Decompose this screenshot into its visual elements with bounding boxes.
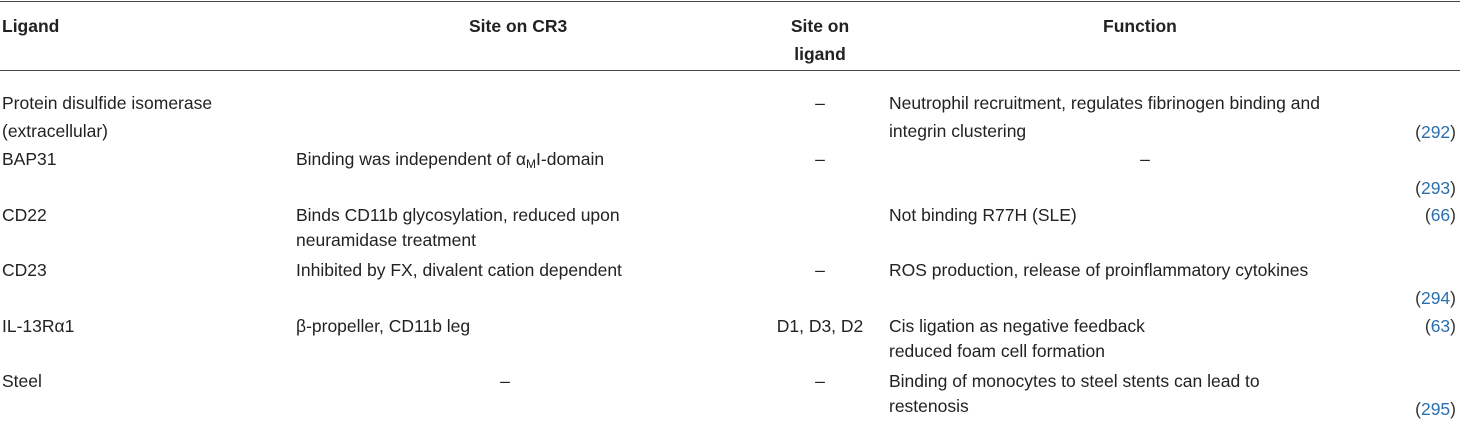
row-5-site-on-ligand: – [815, 371, 825, 391]
row-4-function-line2: reduced foam cell formation [889, 341, 1105, 361]
row-1-site-on-cr3: Binding was independent of αMI-domain [296, 149, 605, 171]
row-1-ligand: BAP31 [2, 149, 57, 169]
row-3-reference[interactable]: (294) [1415, 288, 1456, 308]
row-0-ligand-line1: Protein disulfide isomerase [2, 93, 213, 113]
header-site-on-ligand-line1: Site on [790, 16, 850, 36]
row-1-site-on-ligand: – [815, 149, 825, 169]
row-1-function: – [1140, 149, 1150, 169]
row-4-reference[interactable]: (63) [1424, 316, 1456, 336]
row-4-site-on-ligand: D1, D3, D2 [776, 316, 864, 336]
row-2-ligand: CD22 [2, 205, 47, 225]
row-0-function-line1: Neutrophil recruitment, regulates fibrin… [889, 93, 1320, 113]
row-2-site-on-cr3-line2: neuramidase treatment [296, 230, 476, 250]
row-4-function-line1: Cis ligation as negative feedback [889, 316, 1145, 336]
row-5-function-line2: restenosis [889, 396, 969, 416]
row-5-ligand: Steel [2, 371, 42, 391]
row-0-ligand-line2: (extracellular) [2, 121, 108, 141]
header-ligand: Ligand [2, 16, 60, 36]
header-site-on-ligand-line2: ligand [794, 44, 846, 64]
row-2-reference[interactable]: (66) [1424, 205, 1456, 225]
row-2-function: Not binding R77H (SLE) [889, 205, 1077, 225]
row-4-site-on-cr3: β-propeller, CD11b leg [296, 316, 471, 336]
header-site-on-cr3: Site on CR3 [469, 16, 568, 36]
row-5-function-line1: Binding of monocytes to steel stents can… [889, 371, 1260, 391]
row-3-function: ROS production, release of proinflammato… [889, 260, 1309, 280]
row-4-ligand: IL-13Rα1 [2, 316, 75, 336]
row-0-site-on-ligand: – [815, 93, 825, 113]
row-5-reference[interactable]: (295) [1415, 399, 1456, 419]
row-3-site-on-ligand: – [815, 260, 825, 280]
row-3-site-on-cr3: Inhibited by FX, divalent cation depende… [296, 260, 622, 280]
table-top-rule [0, 1, 1460, 2]
row-1-reference[interactable]: (293) [1415, 178, 1456, 198]
table-header-rule [0, 70, 1460, 71]
row-5-site-on-cr3: – [500, 371, 510, 391]
row-0-function-line2: integrin clustering [889, 121, 1027, 141]
row-0-reference[interactable]: (292) [1415, 122, 1456, 142]
row-3-ligand: CD23 [2, 260, 47, 280]
row-2-site-on-cr3-line1: Binds CD11b glycosylation, reduced upon [296, 205, 620, 225]
header-function: Function [1103, 16, 1177, 36]
